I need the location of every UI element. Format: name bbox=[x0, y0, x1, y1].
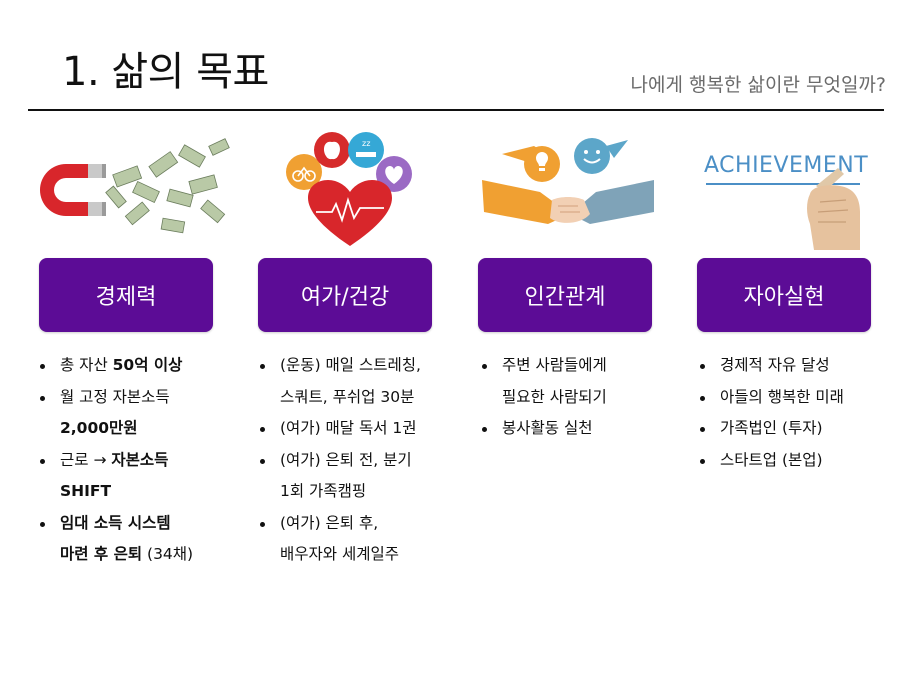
goal-item-line: 2,000만원 bbox=[60, 413, 193, 445]
goal-item-line: 스타트업 (본업) bbox=[720, 445, 844, 477]
goal-item: (여가) 은퇴 후, 배우자와 세계일주 bbox=[258, 508, 421, 571]
goal-item-line: (여가) 매달 독서 1권 bbox=[280, 413, 421, 445]
goal-text-bold: SHIFT bbox=[60, 482, 112, 500]
goal-text: 스쿼트, 푸쉬업 30분 bbox=[280, 387, 415, 406]
goal-text: 아들의 행복한 미래 bbox=[720, 387, 844, 406]
goal-text-bold: 임대 소득 시스템 bbox=[60, 513, 171, 532]
illustration-health: zz bbox=[270, 128, 470, 252]
goal-text-bold: 마련 후 은퇴 bbox=[60, 545, 143, 563]
goal-item-line: 마련 후 은퇴 (34채) bbox=[60, 539, 193, 571]
goal-text: 필요한 사람되기 bbox=[502, 387, 607, 406]
goal-item: (여가) 매달 독서 1권 bbox=[258, 413, 421, 445]
goal-text-bold: 50억 이상 bbox=[112, 356, 183, 374]
category-box-self-realization: 자아실현 bbox=[697, 258, 871, 332]
goal-text: 월 고정 자본소득 bbox=[60, 387, 170, 406]
goal-item-line: 스쿼트, 푸쉬업 30분 bbox=[280, 382, 421, 414]
category-box-health: 여가/건강 bbox=[258, 258, 432, 332]
goal-item-line: 1회 가족캠핑 bbox=[280, 476, 421, 508]
illustration-money bbox=[30, 128, 230, 252]
goal-item-line: 봉사활동 실천 bbox=[502, 413, 607, 445]
goal-item: 근로 → 자본소득 SHIFT bbox=[38, 445, 193, 508]
goal-item: 가족법인 (투자) bbox=[698, 413, 844, 445]
goal-text: 주변 사람들에게 bbox=[502, 356, 607, 374]
goal-item-line: 총 자산 50억 이상 bbox=[60, 350, 193, 382]
goal-text: (34채) bbox=[142, 545, 194, 563]
goal-text: (운동) 매일 스트레칭, bbox=[280, 356, 421, 374]
goal-item-line: 필요한 사람되기 bbox=[502, 382, 607, 414]
goal-item-line: 경제적 자유 달성 bbox=[720, 350, 844, 382]
goal-item-line: SHIFT bbox=[60, 476, 193, 508]
category-label: 경제력 bbox=[95, 285, 157, 310]
svg-text:zz: zz bbox=[362, 139, 370, 148]
goal-item: 봉사활동 실천 bbox=[480, 413, 607, 445]
goal-text: (여가) 은퇴 전, 분기 bbox=[280, 450, 412, 469]
goal-text: 경제적 자유 달성 bbox=[720, 356, 830, 374]
illustration-achievement: ACHIEVEMENT bbox=[700, 128, 900, 252]
goal-item: 아들의 행복한 미래 bbox=[698, 382, 844, 414]
goal-item-line: (여가) 은퇴 후, bbox=[280, 508, 421, 540]
title-divider bbox=[28, 109, 884, 111]
goal-text: 스타트업 (본업) bbox=[720, 450, 823, 469]
illustration-relationship bbox=[478, 128, 678, 252]
goal-item-line: 배우자와 세계일주 bbox=[280, 539, 421, 571]
goal-text: (여가) 은퇴 후, bbox=[280, 513, 379, 532]
goal-text: 가족법인 (투자) bbox=[720, 419, 823, 437]
category-box-relationship: 인간관계 bbox=[478, 258, 652, 332]
goal-text: (여가) 매달 독서 1권 bbox=[280, 419, 417, 437]
goal-item: 월 고정 자본소득 2,000만원 bbox=[38, 382, 193, 445]
goal-item: (운동) 매일 스트레칭, 스쿼트, 푸쉬업 30분 bbox=[258, 350, 421, 413]
goal-text: 1회 가족캠핑 bbox=[280, 482, 367, 500]
category-label: 자아실현 bbox=[743, 285, 825, 310]
page-subtitle: 나에게 행복한 삶이란 무엇일까? bbox=[630, 74, 886, 96]
goal-item-line: 근로 → 자본소득 bbox=[60, 445, 193, 477]
goal-text-bold: 자본소득 bbox=[111, 450, 169, 469]
category-label: 여가/건강 bbox=[300, 285, 390, 310]
magnet-money-icon bbox=[40, 138, 230, 234]
handshake-icon bbox=[482, 138, 654, 224]
goal-text: 배우자와 세계일주 bbox=[280, 545, 400, 563]
goal-text: 근로 → bbox=[60, 450, 112, 469]
goal-item-line: (여가) 은퇴 전, 분기 bbox=[280, 445, 421, 477]
goal-item: 총 자산 50억 이상 bbox=[38, 350, 193, 382]
goal-item: 스타트업 (본업) bbox=[698, 445, 844, 477]
goal-list-health: (운동) 매일 스트레칭, 스쿼트, 푸쉬업 30분 (여가) 매달 독서 1권 (여… bbox=[258, 350, 421, 571]
goal-item-line: 월 고정 자본소득 bbox=[60, 382, 193, 414]
goal-item: (여가) 은퇴 전, 분기 1회 가족캠핑 bbox=[258, 445, 421, 508]
goal-item-line: 임대 소득 시스템 bbox=[60, 508, 193, 540]
achievement-icon: ACHIEVEMENT bbox=[704, 153, 868, 250]
goal-item: 경제적 자유 달성 bbox=[698, 350, 844, 382]
category-label: 인간관계 bbox=[524, 285, 606, 310]
goal-item-line: 아들의 행복한 미래 bbox=[720, 382, 844, 414]
goal-item-line: (운동) 매일 스트레칭, bbox=[280, 350, 421, 382]
goal-text-bold: 2,000만원 bbox=[60, 419, 138, 437]
category-box-finance: 경제력 bbox=[39, 258, 213, 332]
page-title: 1. 삶의 목표 bbox=[62, 49, 269, 95]
goal-item-line: 주변 사람들에게 bbox=[502, 350, 607, 382]
goal-text: 총 자산 bbox=[60, 356, 113, 374]
goal-text: 봉사활동 실천 bbox=[502, 419, 593, 437]
health-heart-icon: zz bbox=[286, 132, 412, 246]
goal-item-line: 가족법인 (투자) bbox=[720, 413, 844, 445]
